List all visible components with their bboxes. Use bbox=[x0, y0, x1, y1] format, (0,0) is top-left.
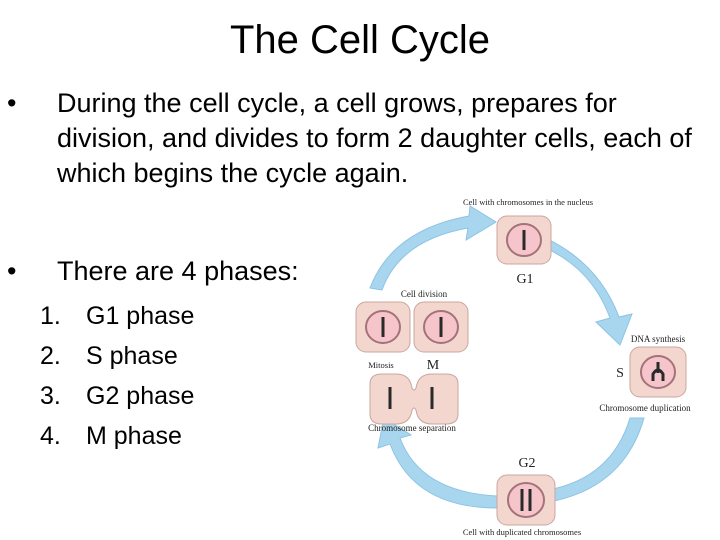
label-chromosome-duplication: Chromosome duplication bbox=[599, 403, 691, 413]
label-dna-synthesis: DNA synthesis bbox=[631, 334, 686, 344]
bullet-1: • During the cell cycle, a cell grows, p… bbox=[7, 86, 697, 191]
label-g2-bottom: Cell with duplicated chromosomes bbox=[463, 527, 581, 537]
arrow-g2-to-m bbox=[377, 417, 498, 509]
g2-cell bbox=[496, 474, 556, 526]
label-g1-top: Cell with chromosomes in the nucleus bbox=[463, 197, 593, 207]
label-s: S bbox=[616, 366, 624, 381]
daughter-cells bbox=[355, 301, 469, 353]
bullet-1-text: During the cell cycle, a cell grows, pre… bbox=[57, 88, 692, 189]
bullet-symbol: • bbox=[7, 256, 17, 286]
list-item: 3.G2 phase bbox=[40, 382, 195, 410]
label-mitosis: Mitosis bbox=[368, 360, 394, 370]
label-chromosome-separation: Chromosome separation bbox=[368, 423, 456, 433]
label-cell-division: Cell division bbox=[401, 289, 448, 299]
g1-cell bbox=[496, 215, 552, 265]
mitosis-cell bbox=[369, 373, 459, 425]
bullet-2-text: There are 4 phases: bbox=[57, 256, 299, 286]
s-cell bbox=[629, 346, 687, 398]
arrow-m-to-g1 bbox=[369, 205, 497, 291]
chromosome bbox=[651, 362, 665, 381]
slide-title: The Cell Cycle bbox=[229, 18, 491, 62]
bullet-symbol: • bbox=[7, 88, 17, 118]
list-item: 1.G1 phase bbox=[40, 302, 195, 330]
label-g1: G1 bbox=[516, 272, 533, 287]
phase-list: 1.G1 phase 2.S phase 3.G2 phase 4.M phas… bbox=[40, 296, 194, 456]
list-item: 2.S phase bbox=[40, 342, 178, 370]
label-m: M bbox=[427, 358, 440, 373]
list-item: 4.M phase bbox=[40, 422, 182, 450]
bullet-2: • There are 4 phases: bbox=[7, 254, 377, 289]
label-g2: G2 bbox=[518, 456, 535, 471]
